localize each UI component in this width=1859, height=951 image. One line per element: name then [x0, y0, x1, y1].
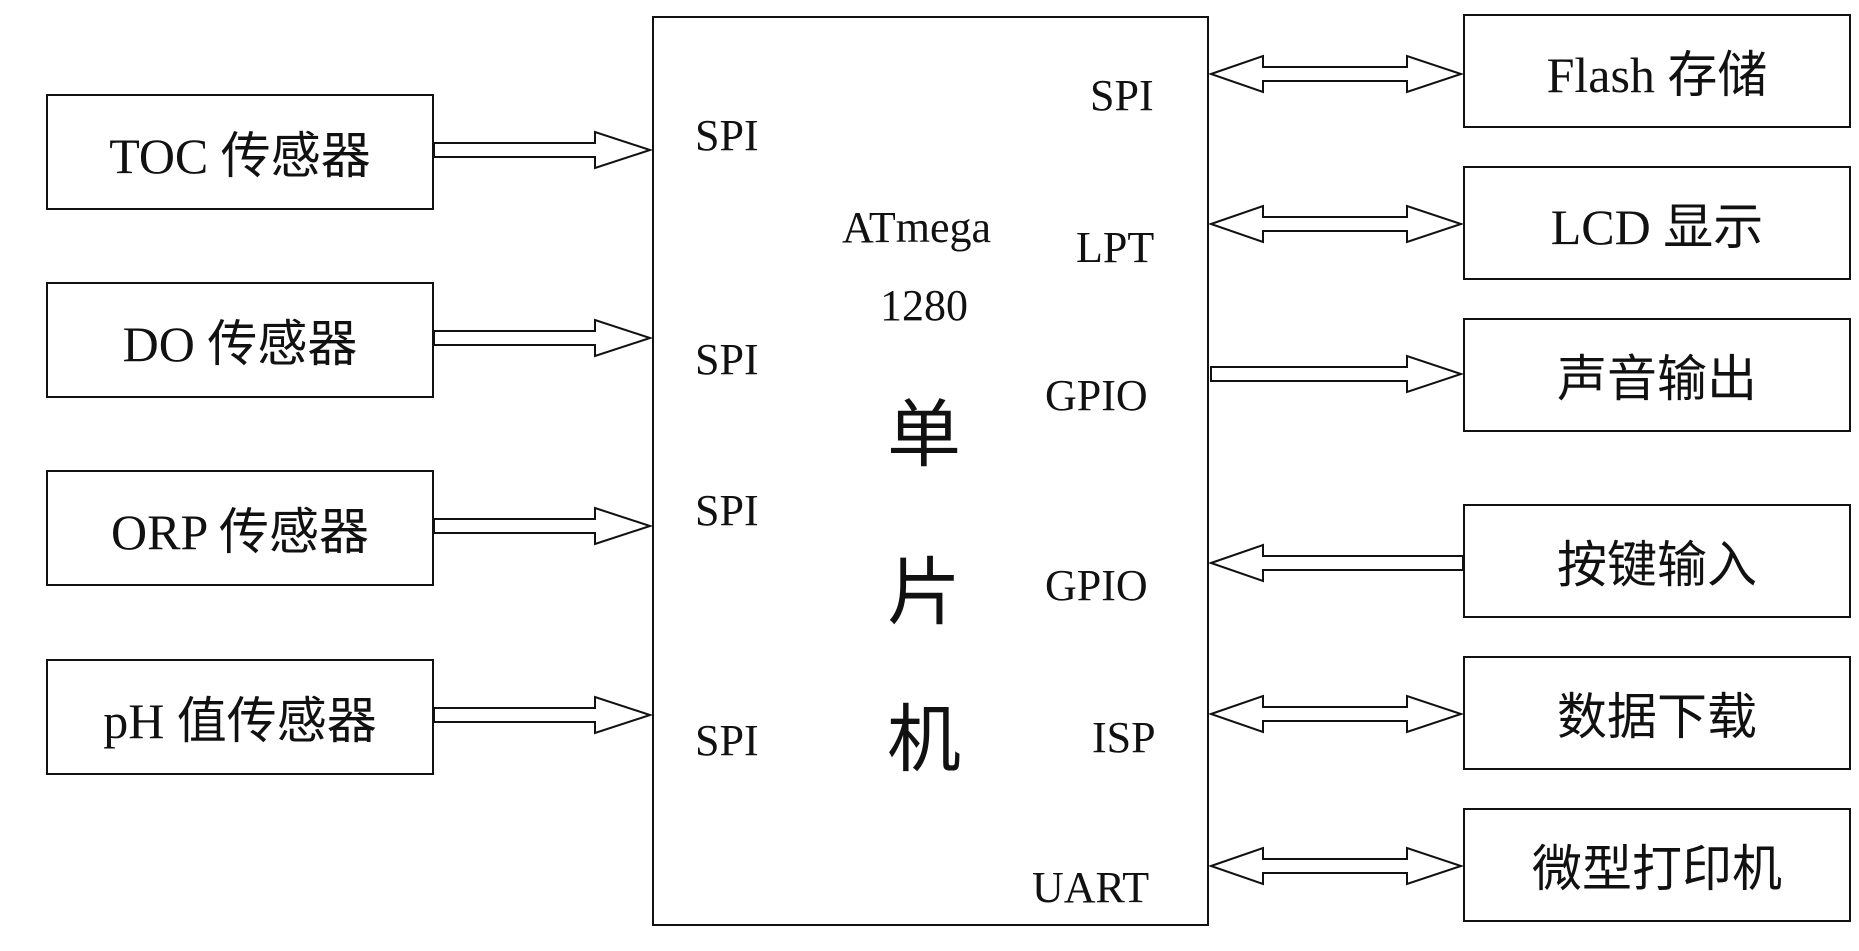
- bidirectional-arrow: [1207, 846, 1465, 886]
- sensor-label: DO 传感器: [122, 316, 358, 372]
- chip-number: 1280: [880, 281, 968, 330]
- peripheral-box-keys: 按键输入: [1463, 504, 1851, 618]
- peripheral-box-download: 数据下载: [1463, 656, 1851, 770]
- sensor-box-ph: pH 值传感器: [46, 659, 434, 775]
- peripheral-label: 声音输出: [1557, 351, 1757, 407]
- sensor-label: pH 值传感器: [103, 693, 377, 749]
- peripheral-box-printer: 微型打印机: [1463, 808, 1851, 922]
- bidirectional-arrow: [1207, 204, 1465, 244]
- sensor-arrow: [433, 695, 654, 735]
- peripheral-label: Flash 存储: [1546, 47, 1768, 103]
- bidirectional-arrow: [1207, 694, 1465, 734]
- sensor-arrow: [433, 318, 654, 358]
- peripheral-label: 按键输入: [1557, 537, 1757, 593]
- sensor-box-orp: ORP 传感器: [46, 470, 434, 586]
- sensor-box-do: DO 传感器: [46, 282, 434, 398]
- sensor-arrow: [433, 130, 654, 170]
- mcu-char: 单: [887, 392, 961, 478]
- input-arrow: [1207, 543, 1464, 583]
- mcu-char: 机: [887, 697, 961, 783]
- left-port-label: SPI: [695, 486, 759, 535]
- right-port-label: UART: [1032, 863, 1150, 912]
- peripheral-box-flash: Flash 存储: [1463, 14, 1851, 128]
- right-port-label: LPT: [1076, 223, 1155, 272]
- peripheral-label: 微型打印机: [1532, 841, 1782, 897]
- left-port-label: SPI: [695, 716, 759, 765]
- right-port-label: SPI: [1090, 71, 1154, 120]
- sensor-label: TOC 传感器: [109, 128, 371, 184]
- chip-model: ATmega: [842, 203, 992, 252]
- right-port-label: GPIO: [1045, 561, 1148, 610]
- right-port-label: GPIO: [1045, 371, 1148, 420]
- left-port-label: SPI: [695, 111, 759, 160]
- mcu-block: [652, 16, 1209, 926]
- peripheral-box-lcd: LCD 显示: [1463, 166, 1851, 280]
- bidirectional-arrow: [1207, 54, 1465, 94]
- output-arrow: [1210, 354, 1465, 394]
- peripheral-label: LCD 显示: [1550, 199, 1764, 255]
- sensor-arrow: [433, 506, 654, 546]
- sensor-box-toc: TOC 传感器: [46, 94, 434, 210]
- sensor-label: ORP 传感器: [111, 504, 369, 560]
- peripheral-label: 数据下载: [1557, 689, 1757, 745]
- peripheral-box-sound: 声音输出: [1463, 318, 1851, 432]
- mcu-char: 片: [887, 550, 961, 636]
- left-port-label: SPI: [695, 335, 759, 384]
- right-port-label: ISP: [1092, 713, 1156, 762]
